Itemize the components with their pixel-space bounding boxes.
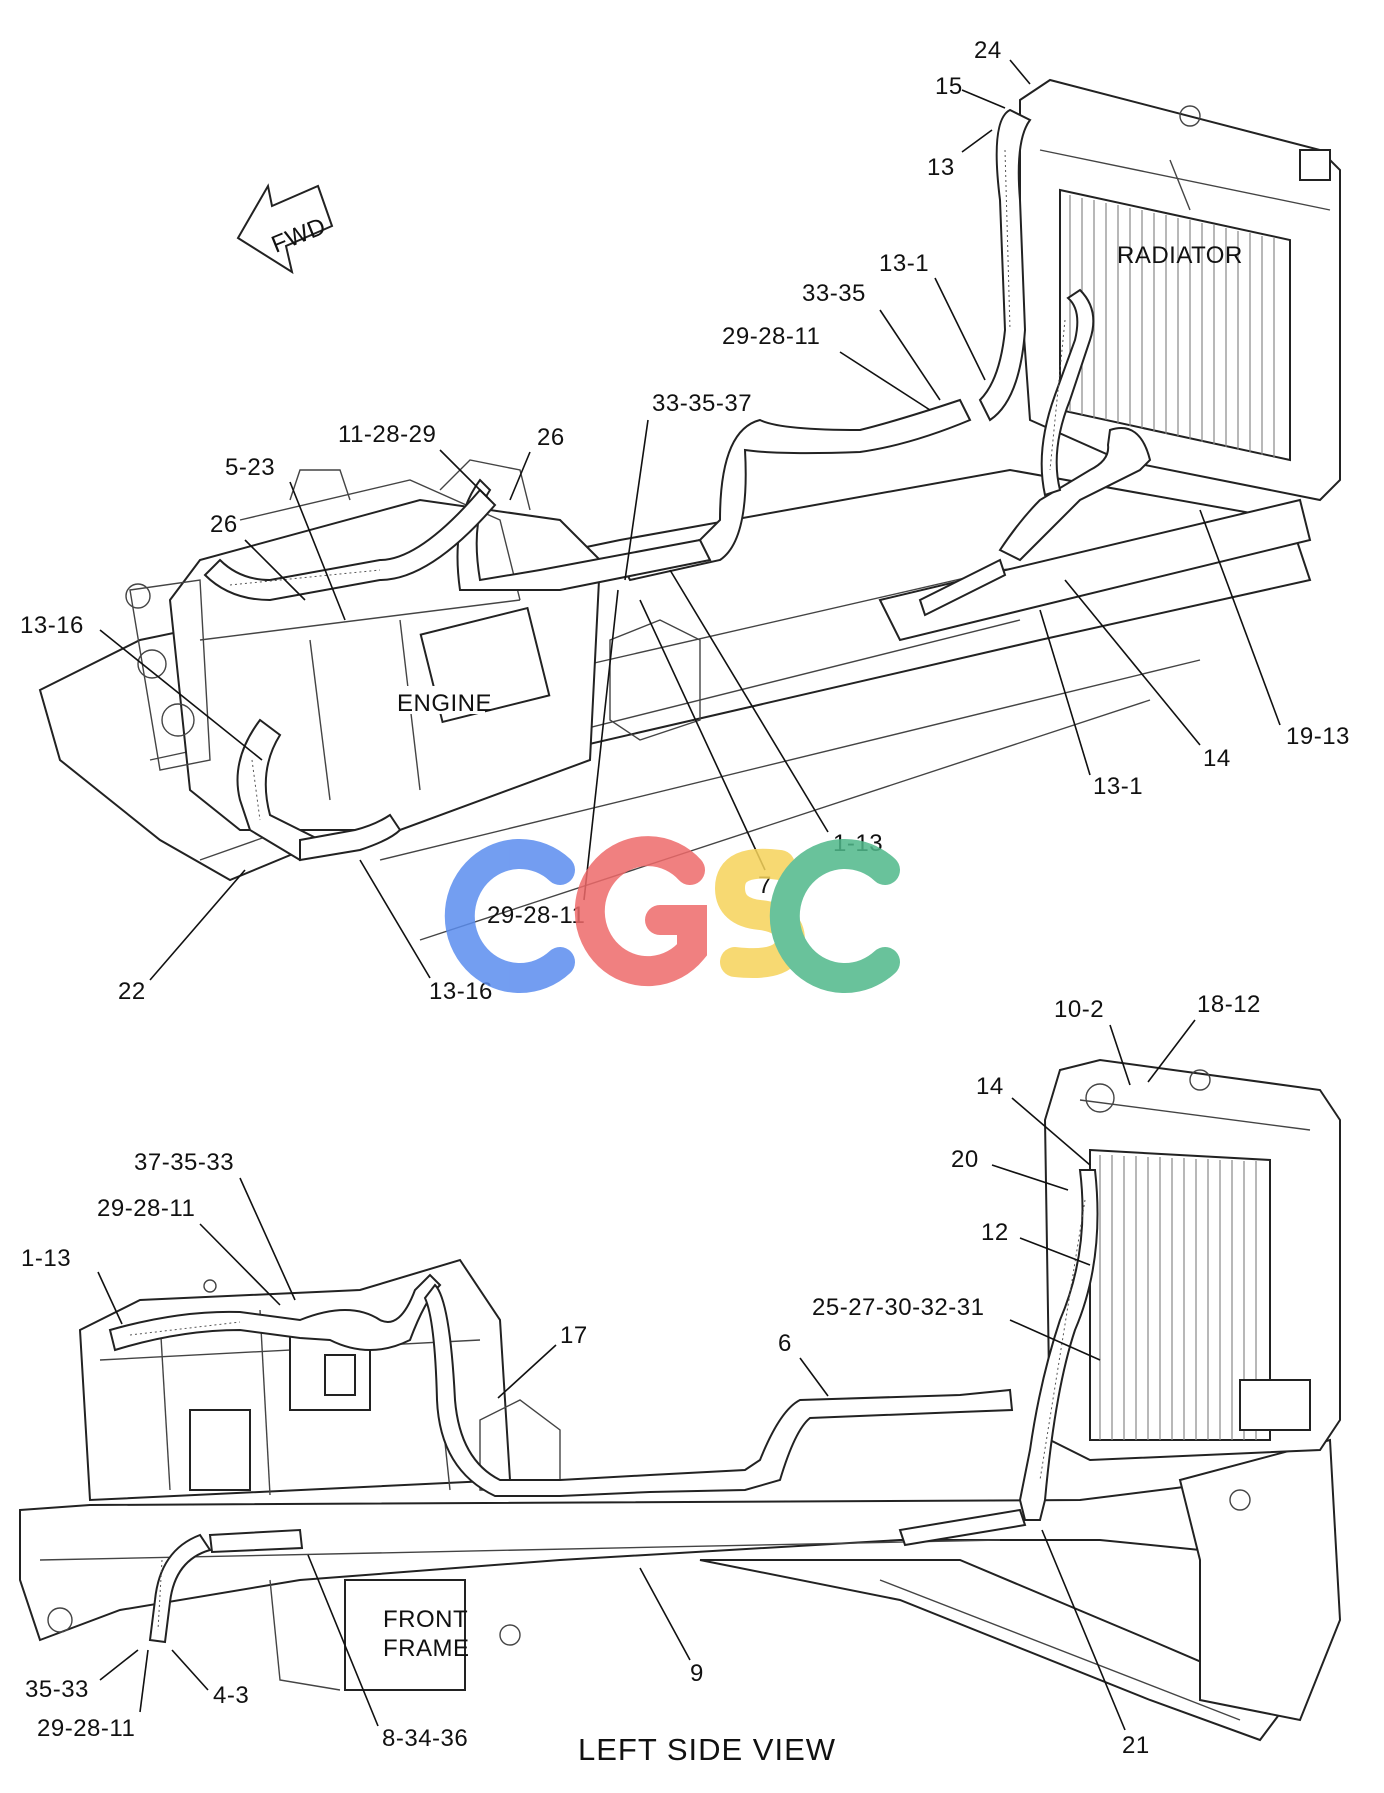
callout-20: 20	[951, 1146, 979, 1173]
callout-15: 15	[935, 73, 963, 100]
callout-29-28-11-bottom-upper: 29-28-11	[97, 1195, 195, 1222]
callout-33-35-37: 33-35-37	[652, 390, 752, 417]
callout-21: 21	[1122, 1732, 1150, 1759]
callout-33-35: 33-35	[802, 280, 866, 307]
callout-5-23: 5-23	[225, 454, 275, 481]
callout-25-27-30-32-31: 25-27-30-32-31	[812, 1294, 984, 1321]
callouts-bottom: 10-2 18-12 14 20 12 25-27-30-32-31 6 17 …	[21, 991, 1261, 1759]
callout-6: 6	[778, 1330, 792, 1357]
watermark-c2	[769, 839, 900, 993]
engine-label: ENGINE	[397, 690, 492, 717]
watermark-g	[574, 836, 707, 987]
bottom-view: 10-2 18-12 14 20 12 25-27-30-32-31 6 17 …	[19, 991, 1342, 1767]
callout-22: 22	[118, 978, 146, 1005]
callout-24: 24	[974, 37, 1002, 64]
callout-12: 12	[981, 1219, 1009, 1246]
callout-13: 13	[927, 154, 955, 181]
callout-8-34-36: 8-34-36	[382, 1725, 468, 1752]
callout-18-12: 18-12	[1197, 991, 1261, 1018]
callout-19-13: 19-13	[1286, 723, 1350, 750]
callout-29-28-11-mid: 29-28-11	[487, 902, 585, 929]
callout-35-33: 35-33	[25, 1676, 89, 1703]
callout-29-28-11-bottom-lower: 29-28-11	[37, 1715, 135, 1742]
radiator-top	[1019, 78, 1341, 502]
radiator-label: RADIATOR	[1117, 242, 1243, 269]
watermark-logo	[444, 836, 900, 993]
callout-1-13-bottom: 1-13	[21, 1245, 71, 1272]
view-title: LEFT SIDE VIEW	[578, 1732, 836, 1767]
callout-14-top: 14	[1203, 745, 1231, 772]
fwd-arrow-icon: FWD	[236, 183, 334, 275]
callout-29-28-11-upper: 29-28-11	[722, 323, 820, 350]
front-frame-label-line2: FRAME	[383, 1635, 470, 1662]
callout-11-28-29: 11-28-29	[338, 421, 436, 448]
callout-10-2: 10-2	[1054, 996, 1104, 1023]
callout-17: 17	[560, 1322, 588, 1349]
callout-13-1-upper: 13-1	[879, 250, 929, 277]
callout-37-35-33: 37-35-33	[134, 1149, 234, 1176]
callout-14-bottom: 14	[976, 1073, 1004, 1100]
callout-4-3: 4-3	[213, 1682, 249, 1709]
callout-13-1-lower: 13-1	[1093, 773, 1143, 800]
radiator-side	[1043, 1058, 1341, 1462]
callout-13-16-left: 13-16	[20, 612, 84, 639]
watermark-c1	[444, 839, 575, 993]
front-frame-label-line1: FRONT	[383, 1606, 468, 1633]
callout-26-upper: 26	[537, 424, 565, 451]
callout-26-left: 26	[210, 511, 238, 538]
top-view: FWD	[20, 37, 1350, 1005]
callout-9: 9	[690, 1660, 704, 1687]
